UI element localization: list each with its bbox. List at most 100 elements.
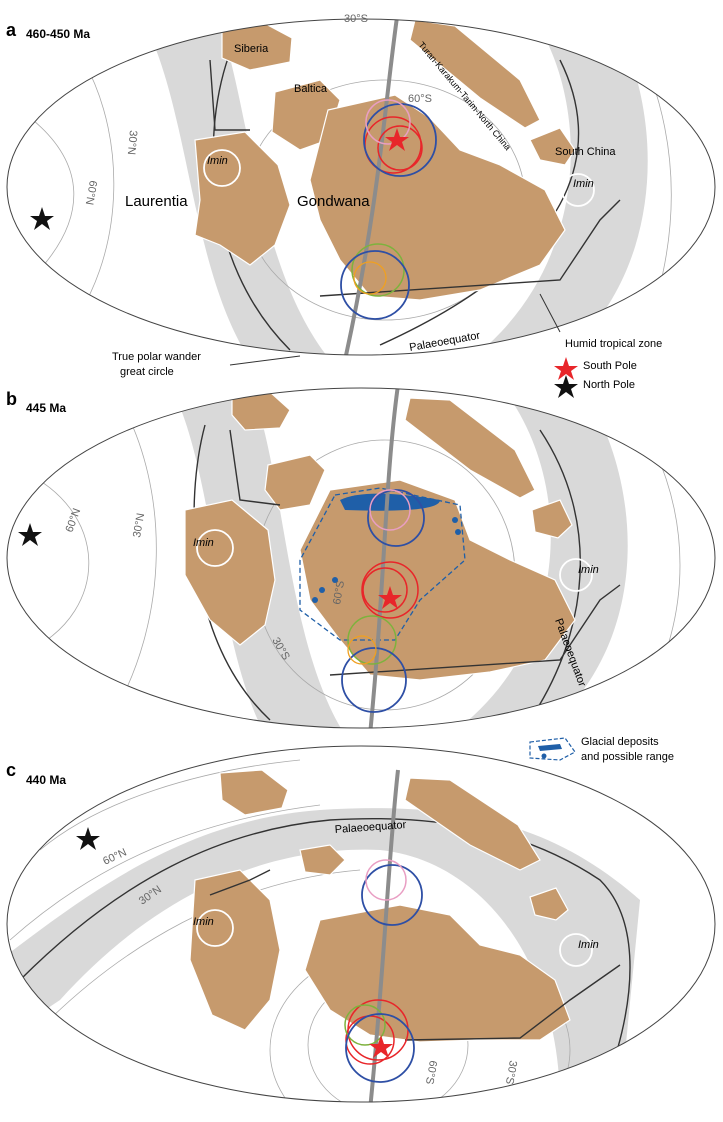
leader-line: [229, 355, 301, 366]
humid-tropical-zone: [470, 19, 648, 355]
south-pole-legend-icon: [554, 357, 578, 380]
map-frame: [6, 387, 716, 729]
pole-circle: [369, 489, 411, 531]
subduction-line: [229, 429, 281, 506]
latitude-label: 30°N: [125, 130, 139, 156]
glacial-deposit: [452, 517, 458, 523]
imin-label: Imin: [578, 939, 599, 951]
subduction-line: [319, 199, 621, 297]
latitude-label: 30°S: [344, 13, 368, 25]
glacial-deposit: [319, 587, 325, 593]
baltica-continent: [264, 454, 326, 511]
pole-circle: [365, 859, 407, 901]
siberia-label: Siberia: [234, 43, 269, 55]
pole-circle: [347, 615, 397, 665]
pole-circle: [345, 1013, 415, 1083]
latitude-line-60n: [19, 109, 75, 281]
latitude-line: [19, 869, 361, 1051]
legend-glacial: Glacial deposits and possible range: [529, 736, 674, 763]
laurentia-label: Laurentia: [125, 193, 188, 210]
panel-age: 445 Ma: [26, 401, 66, 415]
palaeoequator-line: [529, 429, 581, 721]
legend-glacial: Glacial deposits: [581, 736, 659, 748]
south-china-label: South China: [555, 146, 616, 158]
turan-continent: [404, 397, 536, 499]
latitude-label: 60°S: [331, 580, 347, 606]
legend-glacial: and possible range: [581, 751, 674, 763]
gondwana-continent: [304, 904, 571, 1043]
map-frame: [6, 745, 716, 1103]
map-body: [7, 759, 640, 1102]
imin-label: Imin: [193, 916, 214, 928]
pole-circle: [341, 647, 407, 713]
baltica-continent: [299, 844, 346, 876]
latitude-label: 30°N: [131, 512, 147, 538]
turan-continent: [404, 777, 541, 871]
laurentia-continent: [184, 499, 276, 646]
glacial-deposit: [312, 597, 318, 603]
imin-label: Imin: [207, 155, 228, 167]
gondwana-label: Gondwana: [297, 193, 370, 210]
imin-label: Imin: [573, 178, 594, 190]
imin-label: Imin: [578, 564, 599, 576]
latitude-line-60n: [39, 759, 301, 851]
south-china-continent: [529, 887, 569, 921]
glacial-deposit: [455, 529, 461, 535]
latitude-label: 60°N: [101, 846, 128, 867]
panel-age: 460-450 Ma: [26, 27, 90, 41]
subduction-line: [209, 59, 250, 131]
pole-circle: [353, 261, 387, 295]
pole-circle: [365, 99, 411, 145]
south-china-continent: [529, 127, 576, 166]
palaeoequator-label: Palaeoequator: [334, 819, 407, 836]
glacial-legend-icon: [541, 753, 547, 759]
legend-tpw: great circle: [120, 366, 174, 378]
south-pole-star: [369, 1035, 393, 1058]
latitude-label: 60°N: [83, 179, 99, 205]
turan-continent: [409, 19, 541, 129]
latitude-line-30n: [109, 399, 157, 721]
panel-c: c 440 Ma: [6, 745, 716, 1103]
imin-pole-circle: [196, 529, 234, 567]
subduction-line: [329, 584, 621, 676]
south-china-continent: [531, 499, 573, 539]
glacial-deposit: [332, 577, 338, 583]
latitude-line-60n: [19, 469, 90, 651]
imin-pole-circle: [196, 909, 234, 947]
south-pole-star: [378, 586, 402, 609]
pole-circle: [344, 1004, 386, 1046]
panel-letter: c: [6, 760, 16, 780]
latitude-label: 60°S: [423, 1059, 439, 1085]
legend-south-pole: South Pole: [583, 360, 637, 372]
panel-a: a 460-450 Ma: [6, 13, 716, 356]
subduction-line: [404, 964, 621, 1041]
glacial-legend-icon: [538, 744, 562, 751]
panel-b: b 445 Ma: [6, 387, 716, 729]
latitude-line: [649, 439, 681, 691]
latitude-line-30n: [9, 804, 321, 941]
map-body: [19, 19, 672, 355]
pole-circle: [362, 567, 408, 613]
tpw-great-circle: [368, 388, 400, 728]
leader-line: [539, 293, 561, 333]
legend-north-pole: North Pole: [583, 379, 635, 391]
humid-tropical-zone: [7, 808, 640, 1102]
south-pole-star: [385, 128, 409, 151]
legend-humid-zone: Humid tropical zone: [565, 338, 662, 350]
map-body: [18, 388, 681, 728]
latitude-label: 60°N: [64, 507, 84, 534]
pole-circle: [361, 864, 423, 926]
subduction-line: [209, 869, 271, 896]
pole-circle: [347, 635, 377, 665]
siberia-continent: [219, 769, 289, 816]
panel-letter: a: [6, 20, 17, 40]
latitude-label: 30°S: [503, 1059, 519, 1085]
pole-circle: [377, 125, 423, 171]
imin-pole-circle: [561, 173, 595, 207]
north-pole-star: [76, 827, 100, 850]
gondwana-continent: [309, 94, 566, 301]
legend-upper: Humid tropical zone South Pole North Pol…: [112, 293, 662, 398]
panel-age: 440 Ma: [26, 773, 66, 787]
panel-letter: b: [6, 389, 17, 409]
